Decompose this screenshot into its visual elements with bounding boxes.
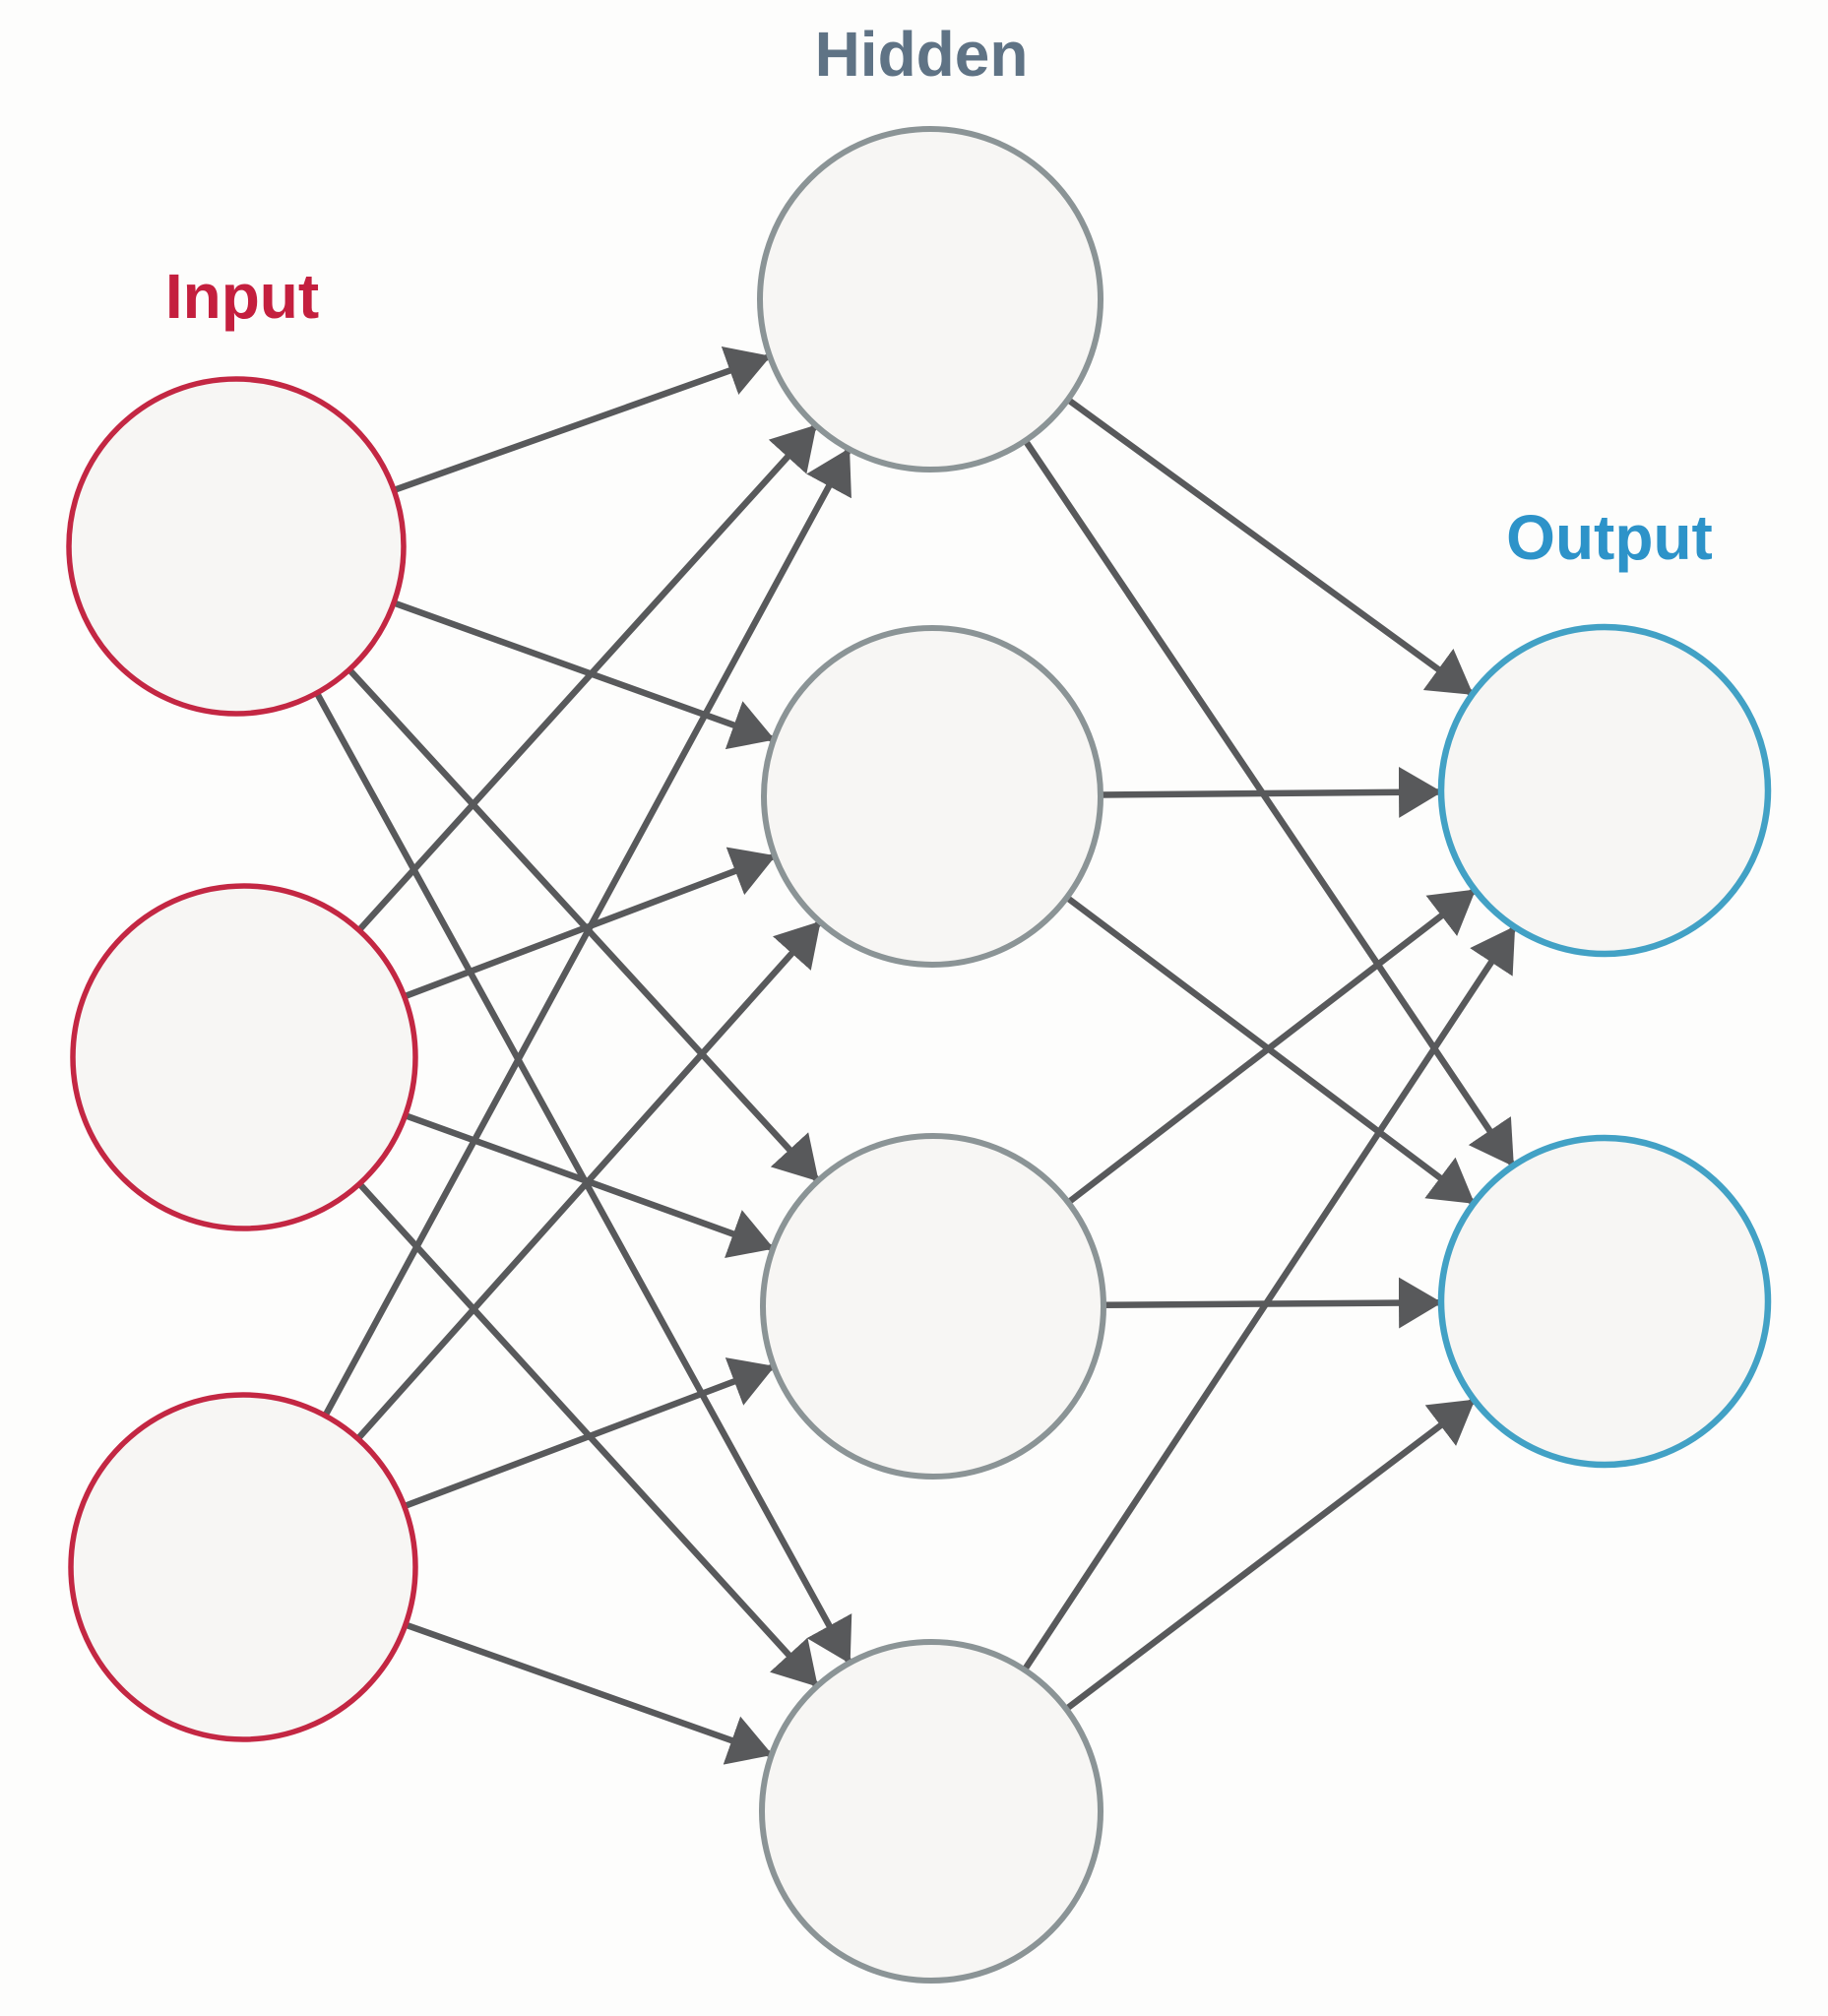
edge-input-3-hidden-4 (404, 1621, 773, 1765)
edge-hidden-3-output-1 (1066, 887, 1478, 1206)
edge-input-2-hidden-1 (356, 423, 819, 933)
edge-hidden-2-output-1 (1100, 766, 1443, 818)
edge-hidden-1-output-2 (1022, 438, 1517, 1168)
hidden-1-node (757, 126, 1103, 472)
input-1-node (66, 376, 407, 717)
output-layer-label: Output (1506, 502, 1713, 573)
edge-input-3-hidden-3 (403, 1357, 776, 1510)
hidden-layer-label: Hidden (814, 19, 1029, 90)
input-2-node (70, 883, 418, 1231)
input-3-node (68, 1392, 418, 1742)
edge-hidden-4-output-2 (1064, 1397, 1477, 1712)
output-1-node (1437, 623, 1772, 958)
edge-hidden-3-output-2 (1103, 1277, 1443, 1329)
nodes-group (66, 126, 1772, 1984)
edges-group (314, 346, 1518, 1765)
input-layer-label: Input (164, 261, 320, 332)
edge-hidden-4-output-1 (1021, 924, 1518, 1672)
edge-input-1-hidden-2 (392, 599, 776, 750)
edge-input-1-hidden-1 (393, 346, 772, 494)
edge-input-3-hidden-2 (355, 919, 823, 1441)
hidden-3-node (760, 1133, 1106, 1480)
edge-input-3-hidden-1 (322, 447, 852, 1418)
hidden-2-node (761, 625, 1103, 968)
edge-hidden-1-output-1 (1065, 397, 1475, 697)
hidden-4-node (759, 1639, 1103, 1984)
output-2-node (1437, 1134, 1772, 1469)
